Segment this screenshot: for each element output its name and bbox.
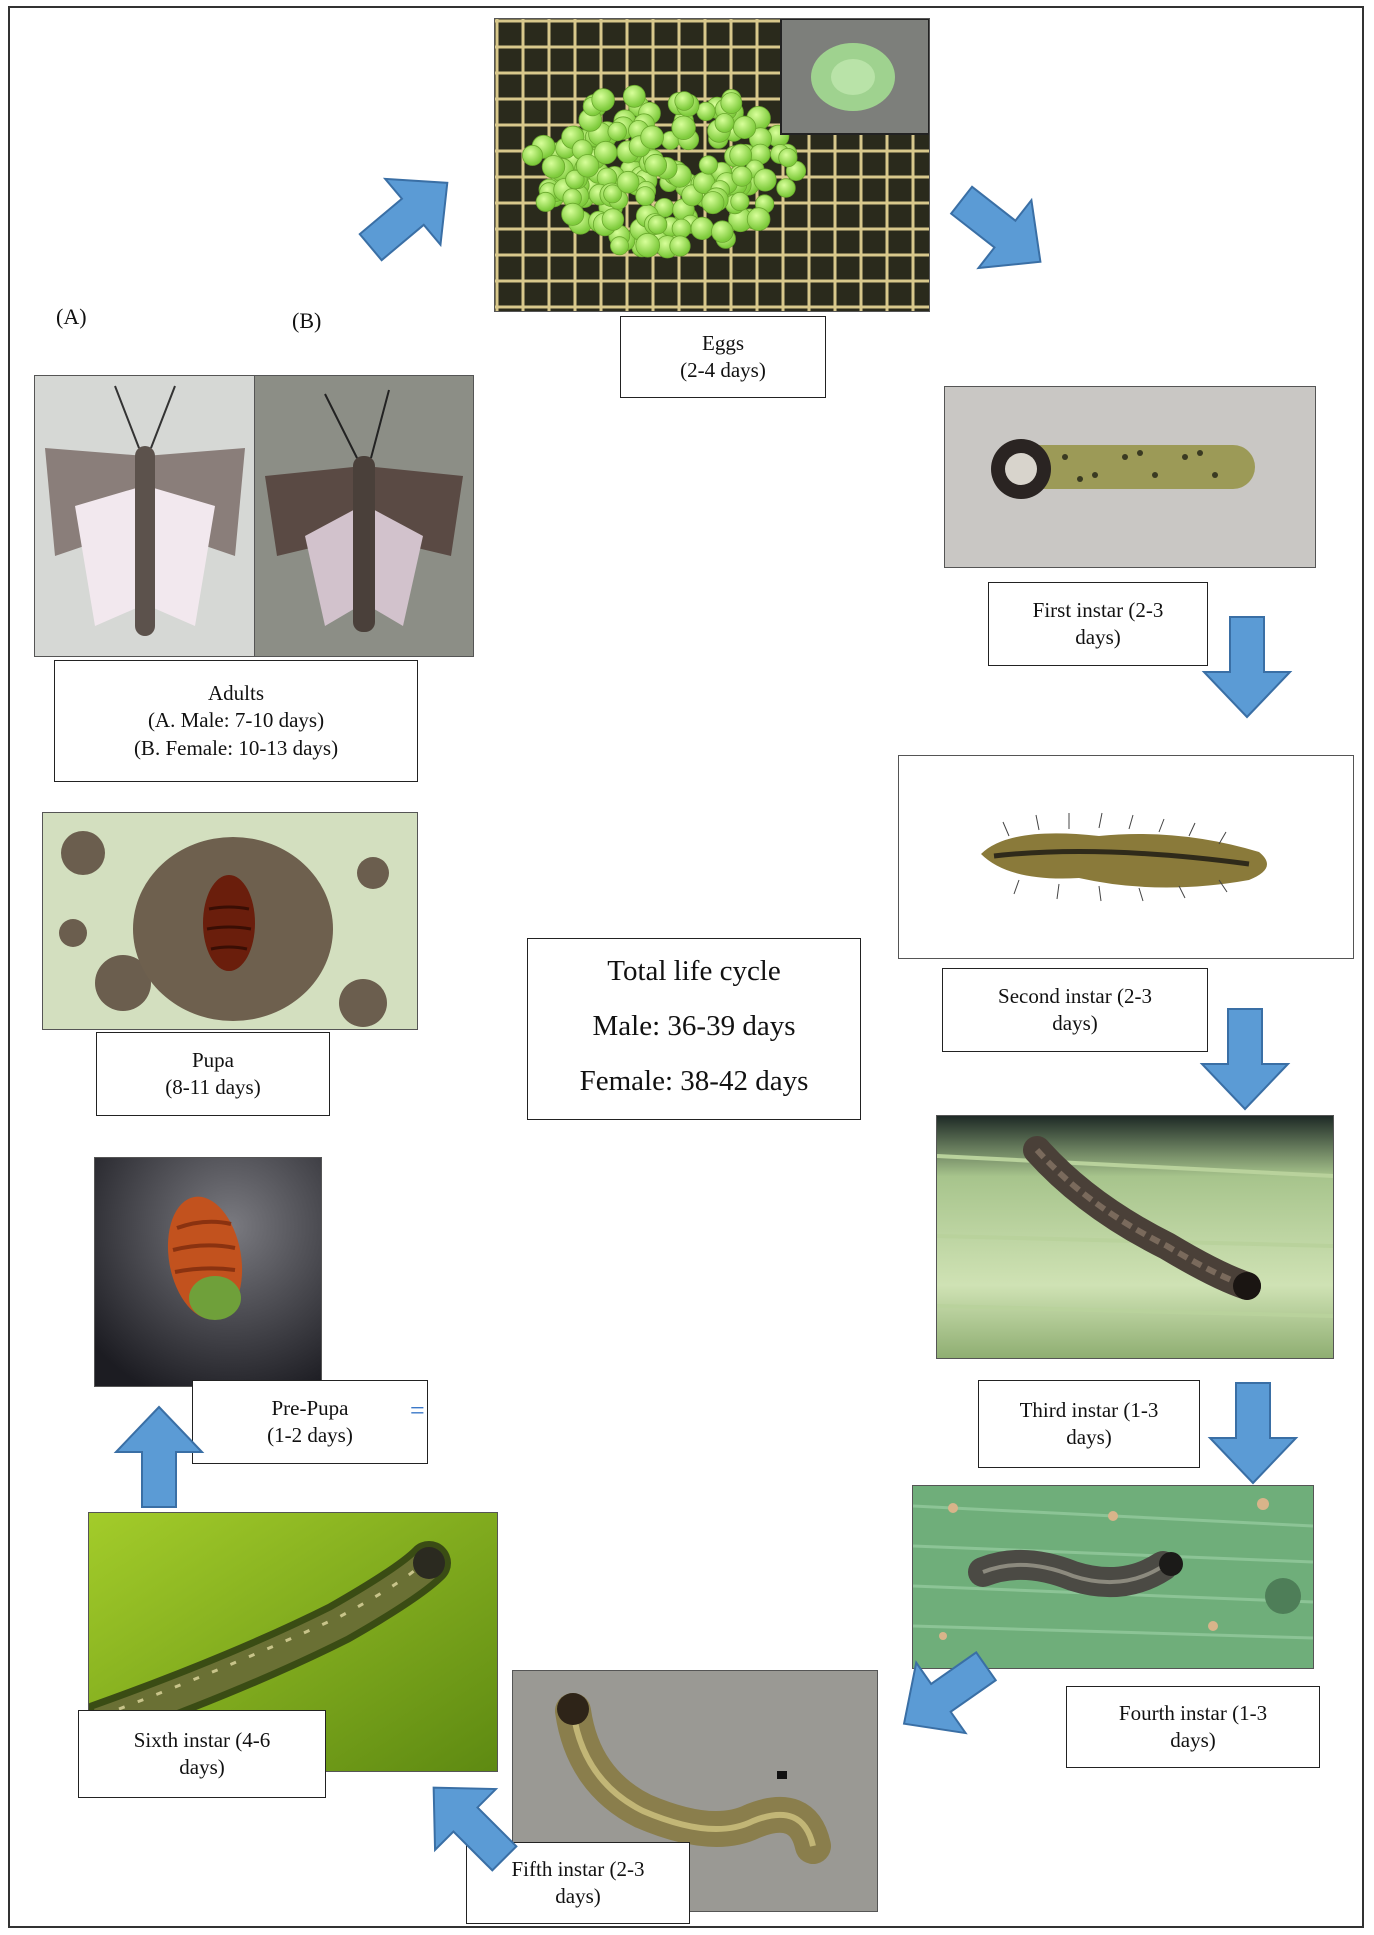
- eggs-label: Eggs (2-4 days): [620, 316, 826, 398]
- adults-male: (A. Male: 7-10 days): [148, 707, 324, 734]
- pupa-label: Pupa (8-11 days): [96, 1032, 330, 1116]
- pupa-title: Pupa: [192, 1047, 234, 1074]
- sixth-instar-line1: Sixth instar (4-6: [134, 1727, 271, 1754]
- pupa-duration: (8-11 days): [165, 1074, 260, 1101]
- total-life-cycle-box: Total life cycle Male: 36-39 days Female…: [527, 938, 861, 1120]
- pre-pupa-photo: [94, 1157, 322, 1387]
- fifth-instar-line2: days): [555, 1883, 601, 1910]
- eggs-photo: [494, 18, 930, 312]
- pupa-photo: [42, 812, 418, 1030]
- adult-female-photo: [254, 375, 474, 657]
- adult-b-letter: (B): [292, 308, 321, 334]
- first-instar-line1: First instar (2-3: [1033, 597, 1164, 624]
- second-instar-photo: [898, 755, 1354, 959]
- second-instar-label: Second instar (2-3 days): [942, 968, 1208, 1052]
- arrow-third-to-fourth-instar: [1198, 1378, 1308, 1488]
- blue-mark: =: [410, 1396, 425, 1426]
- third-instar-line1: Third instar (1-3: [1020, 1397, 1159, 1424]
- sixth-instar-line2: days): [179, 1754, 225, 1781]
- third-instar-photo: [936, 1115, 1334, 1359]
- adults-title: Adults: [208, 680, 264, 707]
- arrow-sixth-instar-to-pre-pupa: [104, 1402, 214, 1512]
- fourth-instar-label: Fourth instar (1-3 days): [1066, 1686, 1320, 1768]
- first-instar-label: First instar (2-3 days): [988, 582, 1208, 666]
- second-instar-line1: Second instar (2-3: [998, 983, 1152, 1010]
- adults-label: Adults (A. Male: 7-10 days) (B. Female: …: [54, 660, 418, 782]
- third-instar-label: Third instar (1-3 days): [978, 1380, 1200, 1468]
- first-instar-photo: [944, 386, 1316, 568]
- third-instar-line2: days): [1066, 1424, 1112, 1451]
- fifth-instar-line1: Fifth instar (2-3: [512, 1856, 645, 1883]
- fourth-instar-line2: days): [1170, 1727, 1216, 1754]
- fourth-instar-line1: Fourth instar (1-3: [1119, 1700, 1267, 1727]
- total-male: Male: 36-39 days: [528, 1010, 860, 1043]
- pre-pupa-duration: (1-2 days): [267, 1422, 353, 1449]
- adult-a-letter: (A): [56, 304, 87, 330]
- sixth-instar-label: Sixth instar (4-6 days): [78, 1710, 326, 1798]
- total-title: Total life cycle: [528, 955, 860, 988]
- second-instar-line2: days): [1052, 1010, 1098, 1037]
- arrow-first-to-second-instar: [1192, 612, 1302, 722]
- total-female: Female: 38-42 days: [528, 1065, 860, 1098]
- adults-female: (B. Female: 10-13 days): [134, 735, 338, 762]
- eggs-title: Eggs: [702, 330, 744, 357]
- first-instar-line2: days): [1075, 624, 1121, 651]
- adult-male-photo: [34, 375, 256, 657]
- pre-pupa-label: Pre-Pupa (1-2 days): [192, 1380, 428, 1464]
- eggs-duration: (2-4 days): [680, 357, 766, 384]
- arrow-second-to-third-instar: [1190, 1004, 1300, 1114]
- pre-pupa-title: Pre-Pupa: [272, 1395, 349, 1422]
